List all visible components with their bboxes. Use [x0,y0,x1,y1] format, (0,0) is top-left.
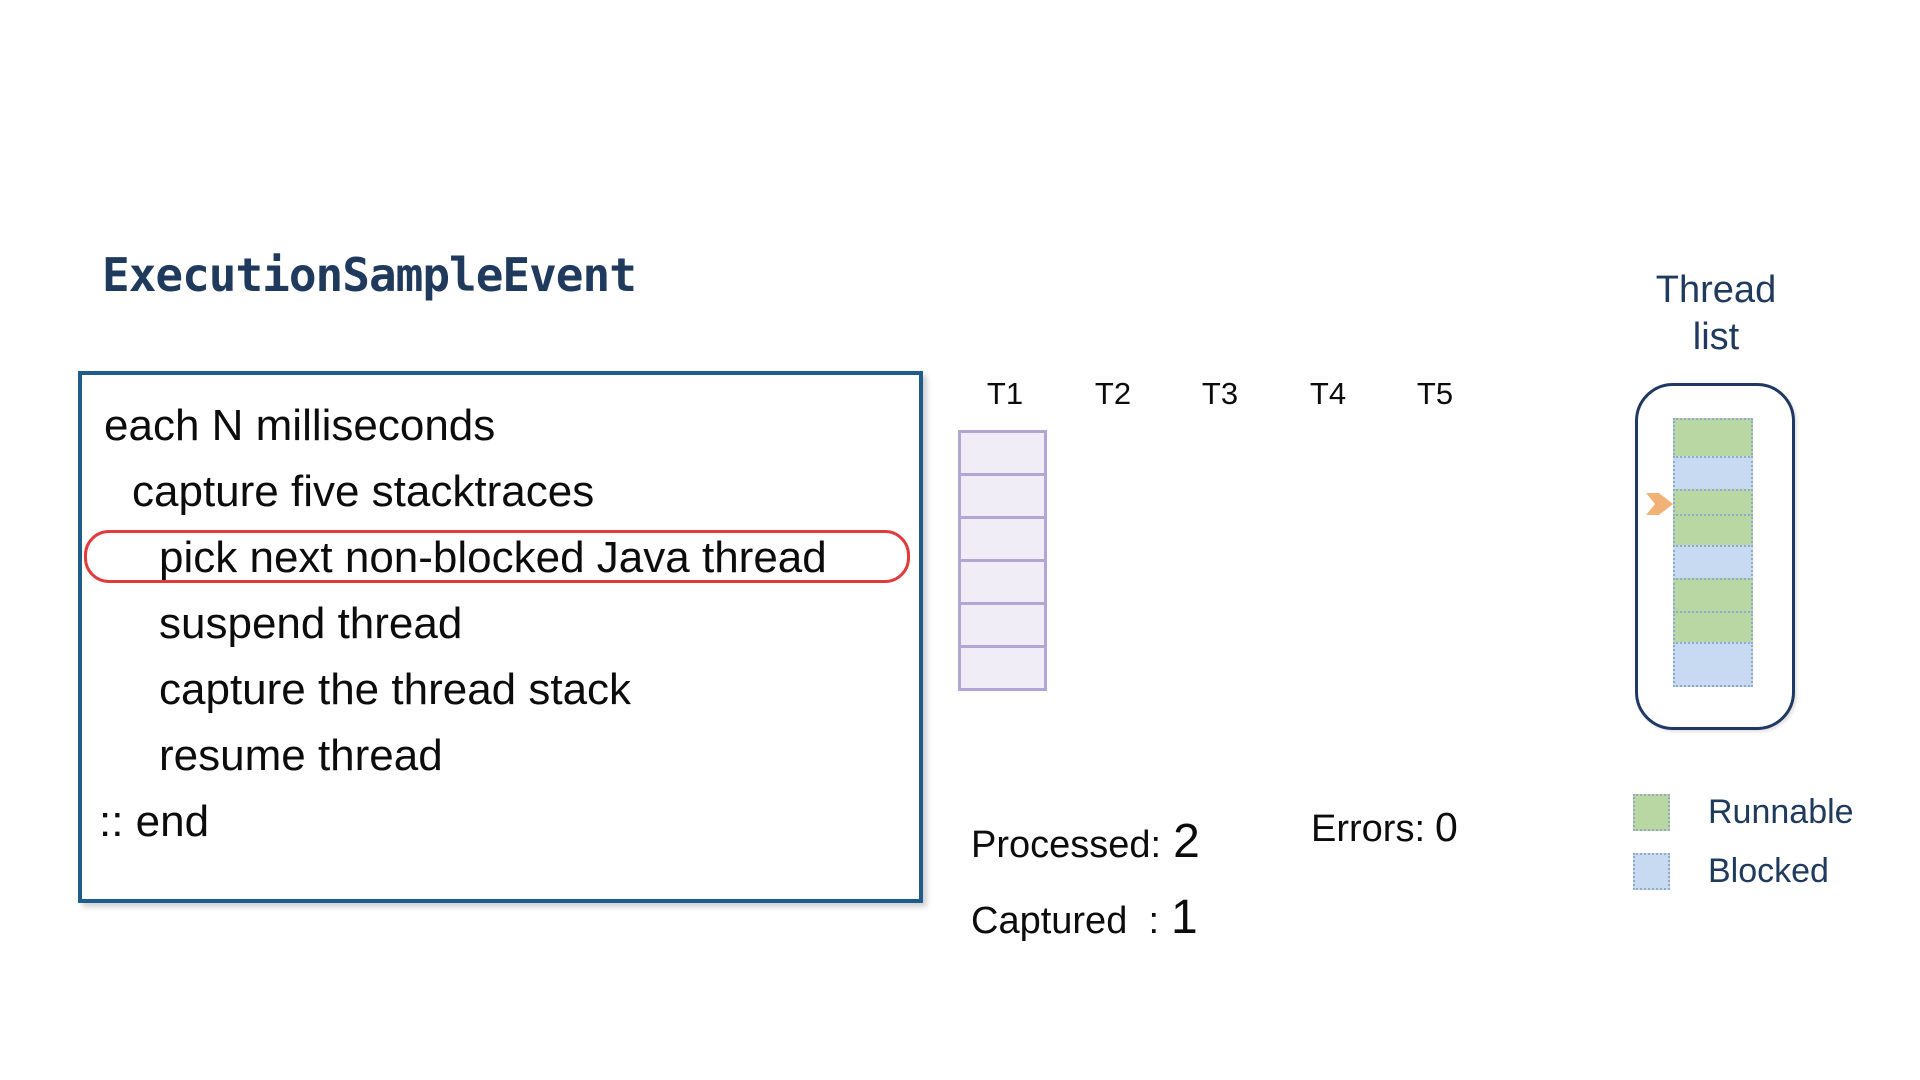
code-line: each N milliseconds [104,401,496,450]
processed-label: Processed: [971,824,1162,866]
processed-value: 2 [1173,815,1200,868]
errors-label: Errors: [1311,808,1425,850]
thread-cell-runnable [1673,578,1753,613]
sample-slot [958,559,1047,605]
processed-stat: Processed: 2 [971,814,1200,869]
sample-slot [958,516,1047,562]
thread-cell-blocked [1673,545,1753,580]
thread-cell-runnable [1673,489,1753,516]
code-line: resume thread [159,731,443,780]
code-line: capture the thread stack [159,665,632,714]
thread-cell-blocked [1673,456,1753,491]
thread-column-header-t2: T2 [1094,376,1132,411]
legend-item-blocked: Blocked [1633,852,1829,891]
thread-cell-blocked [1673,642,1753,687]
sample-slot [958,602,1047,648]
thread-column-header-t1: T1 [986,376,1024,411]
t1-sample-stack [958,430,1047,691]
code-line: suspend thread [159,599,463,648]
thread-column-header-t5: T5 [1416,376,1454,411]
thread-list-title: Thread list [1626,267,1806,361]
blocked-label: Blocked [1708,852,1829,890]
sample-slot [958,473,1047,519]
thread-cell-runnable [1673,418,1753,458]
pseudocode-box: each N milliseconds capture five stacktra… [78,371,923,903]
thread-list-title-line2: list [1692,316,1740,358]
sample-slot [958,645,1047,691]
thread-list-cells [1673,418,1753,687]
sample-slot [958,430,1047,476]
code-line: :: end [99,797,210,846]
thread-cell-runnable [1673,514,1753,547]
runnable-label: Runnable [1708,793,1854,831]
errors-stat: Errors: 0 [1311,804,1458,851]
thread-column-header-t4: T4 [1309,376,1347,411]
code-line: capture five stacktraces [132,467,595,516]
code-line-highlighted: pick next non-blocked Java thread [159,533,827,582]
page-title: ExecutionSampleEvent [102,248,637,302]
captured-value: 1 [1171,891,1198,944]
blocked-swatch-icon [1633,853,1670,890]
pseudocode-lines: each N milliseconds capture five stacktra… [82,393,919,855]
captured-label: Captured : [971,900,1159,942]
runnable-swatch-icon [1633,794,1670,831]
captured-stat: Captured : 1 [971,890,1198,945]
legend-item-runnable: Runnable [1633,793,1854,832]
current-thread-arrow-icon [1646,492,1673,515]
thread-cell-runnable [1673,611,1753,644]
thread-column-header-t3: T3 [1201,376,1239,411]
thread-list-title-line1: Thread [1655,269,1777,311]
errors-value: 0 [1435,804,1458,850]
